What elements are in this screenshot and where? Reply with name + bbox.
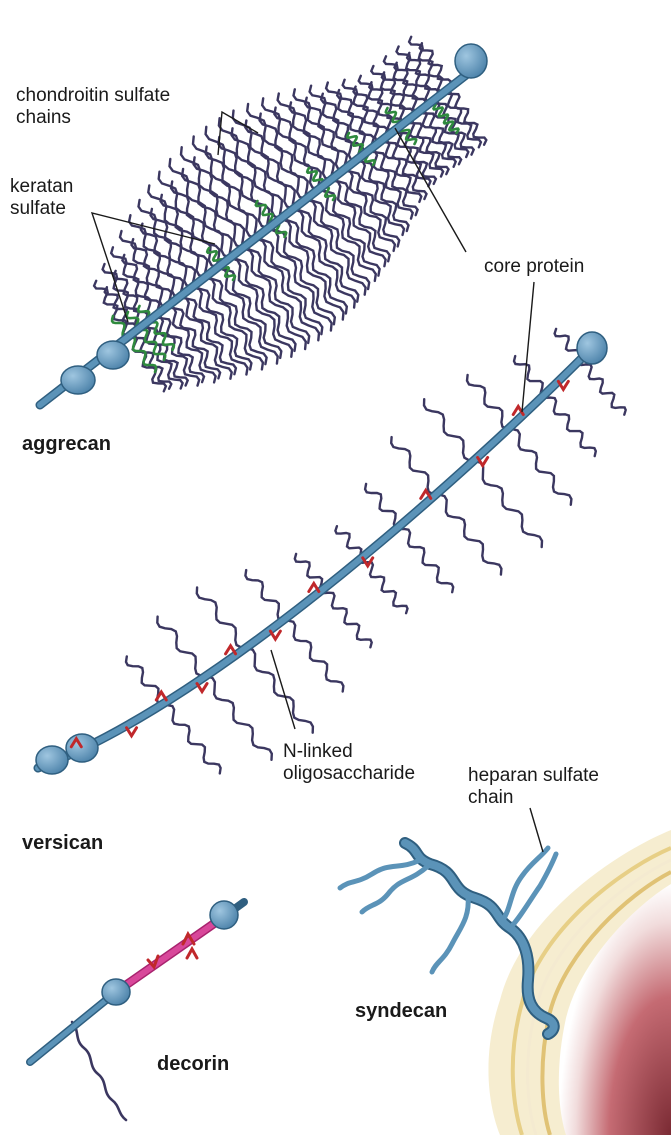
n-linked-oligosaccharide	[127, 728, 137, 736]
n-linked-oligosaccharide	[197, 684, 207, 692]
decorin-gag-chain	[72, 1022, 126, 1120]
aggrecan-globular-domain-g3	[455, 44, 487, 78]
versican-globular-domain-g1	[36, 746, 68, 774]
aggrecan-label: aggrecan	[22, 433, 111, 456]
keratan-sulfate-label-line2: sulfate	[10, 197, 66, 220]
aggrecan-globular-domain-g1	[61, 366, 95, 394]
n-linked-oligosaccharide	[309, 584, 319, 592]
syndecan-molecule	[340, 808, 671, 1135]
heparan-sulfate-chain-3	[432, 896, 468, 972]
chondroitin-sulfate-label-line1: chondroitin sulfate	[16, 84, 170, 107]
versican-leader-lines	[271, 282, 534, 729]
chondroitin-sulfate-chain	[161, 195, 267, 364]
decorin-globular-domain-2	[210, 901, 238, 929]
keratan-sulfate-label-line1: keratan	[10, 175, 73, 198]
versican-globular-domain-g3	[577, 332, 607, 364]
cell-membrane	[488, 830, 671, 1135]
chondroitin-sulfate-chain	[260, 114, 370, 290]
n-linked-oligosaccharide	[226, 646, 236, 654]
n-linked-label-line2: oligosaccharide	[283, 762, 415, 785]
syndecan-label: syndecan	[355, 1000, 447, 1023]
versican-core-protein	[38, 352, 588, 768]
chondroitin-sulfate-label-line2: chains	[16, 106, 71, 129]
versican-chondroitin-chain	[391, 437, 501, 574]
heparan-sulfate-label-line1: heparan sulfate	[468, 764, 599, 787]
heparan-leader-line	[530, 808, 543, 852]
versican-label: versican	[22, 832, 103, 855]
versican-chondroitin-chain	[467, 375, 571, 505]
decorin-label: decorin	[157, 1053, 229, 1076]
decorin-globular-domain-1	[102, 979, 130, 1005]
n-linked-label-line1: N-linked	[283, 740, 353, 763]
core-protein-label: core protein	[484, 255, 584, 278]
n-linked-oligosaccharide	[270, 631, 280, 639]
decorin-molecule	[30, 901, 244, 1120]
versican-molecule	[36, 329, 626, 774]
aggrecan-globular-domain-g2	[97, 341, 129, 369]
heparan-sulfate-chain-1	[340, 860, 420, 888]
versican-chondroitin-chain	[424, 399, 542, 547]
heparan-sulfate-label-line2: chain	[468, 786, 513, 809]
